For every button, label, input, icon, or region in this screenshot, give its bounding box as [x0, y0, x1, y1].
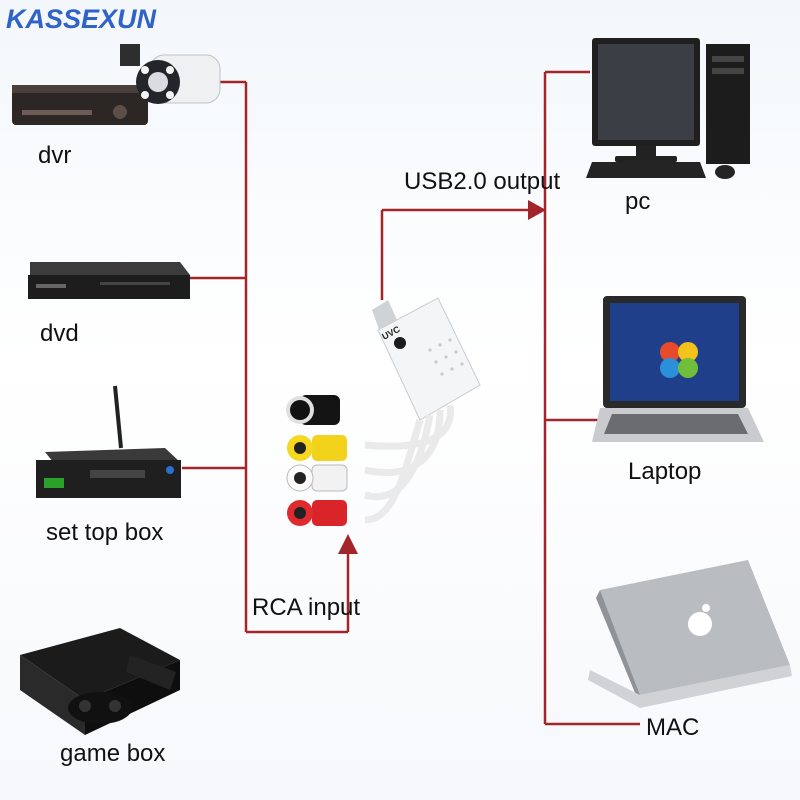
desktop-pc-icon: [586, 38, 750, 179]
rca-white-connector-icon: [286, 464, 348, 492]
laptop-label: Laptop: [628, 458, 702, 485]
rca-input-label: RCA input: [252, 594, 361, 621]
laptop-icon: [592, 296, 764, 442]
game-box-label: game box: [60, 740, 166, 767]
s-video-connector-icon: [286, 395, 340, 425]
input-connector-lines: [182, 80, 350, 634]
macbook-icon: [588, 560, 792, 708]
input-arrow-icon: [338, 534, 358, 554]
pc-label: pc: [625, 188, 651, 215]
dvr-label: dvr: [38, 142, 72, 169]
set-top-box-icon: [36, 385, 181, 498]
rca-red-connector-icon: [287, 500, 347, 526]
rca-yellow-connector-icon: [287, 435, 347, 461]
usb-output-label: USB2.0 output: [404, 168, 561, 195]
set-top-box-label: set top box: [46, 519, 164, 546]
usb-video-capture-icon: [286, 297, 481, 526]
brand-watermark: KASSEXUN: [6, 4, 157, 34]
security-camera-icon: [120, 44, 221, 104]
dvd-player-icon: [28, 262, 190, 299]
mac-label: MAC: [646, 714, 700, 741]
output-connector-lines: [380, 70, 640, 726]
dvd-label: dvd: [40, 320, 79, 347]
game-console-icon: [20, 628, 180, 735]
dvr-icon: [12, 85, 148, 125]
output-arrow-icon: [528, 200, 546, 220]
